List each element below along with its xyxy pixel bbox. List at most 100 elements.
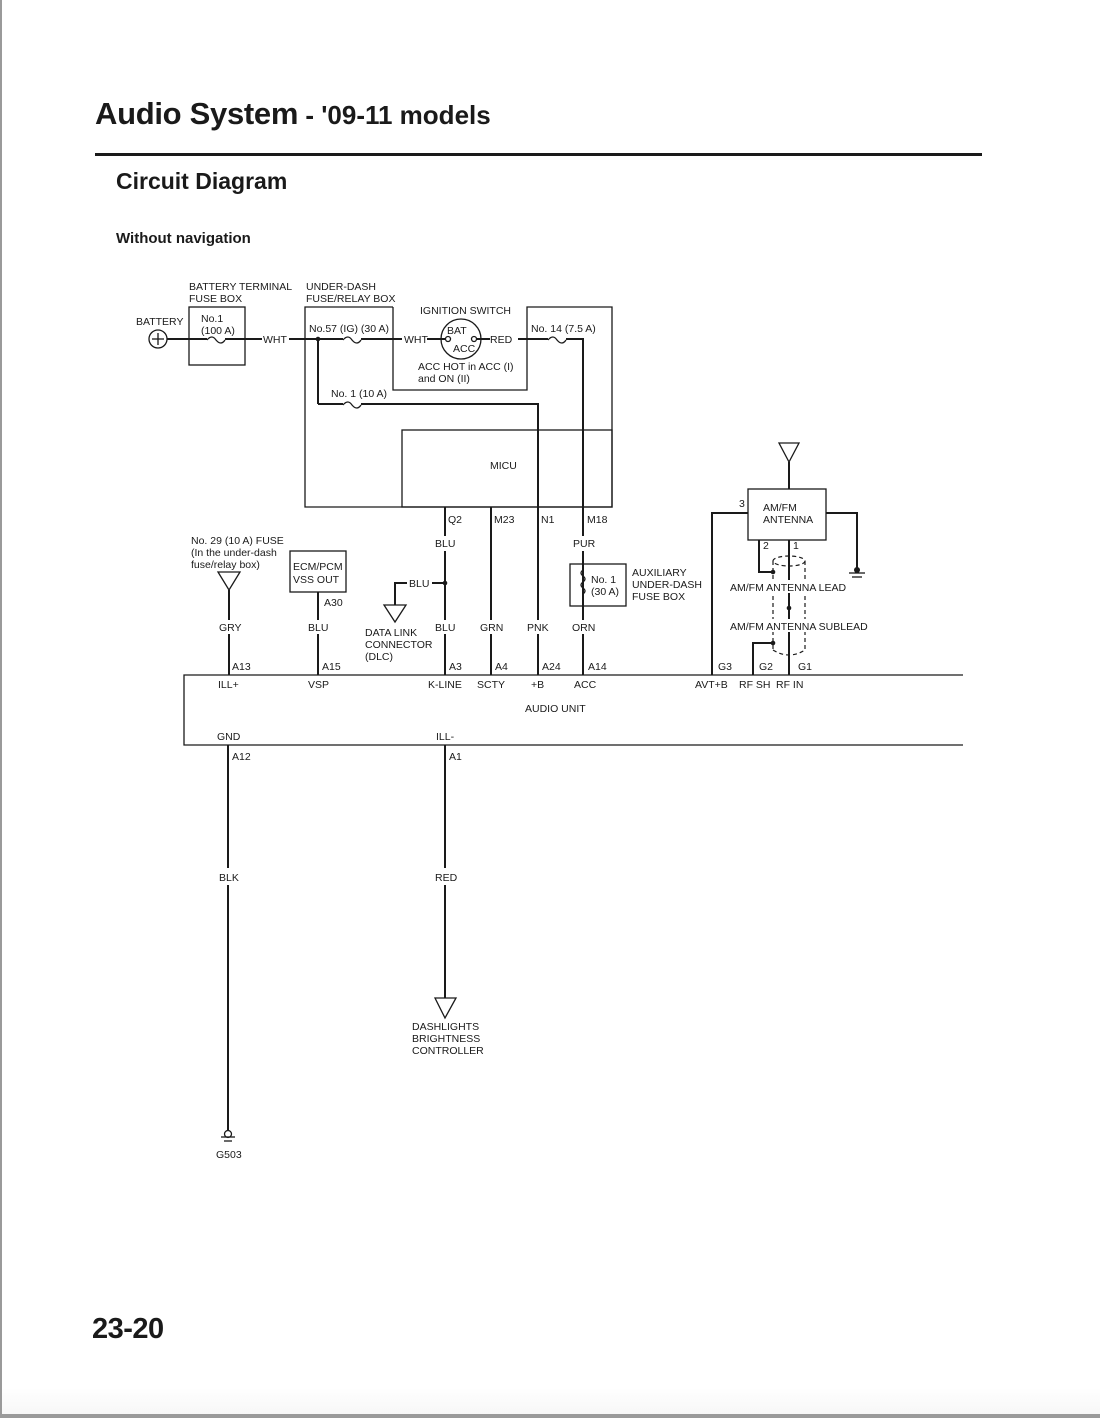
connector-arrow-icon [433, 997, 458, 1020]
fuse-no29-label-2: (In the under-dash [191, 547, 277, 559]
wire-fuse1-out [361, 403, 539, 507]
ground-label: G503 [216, 1149, 242, 1161]
pin-a13: A13 [232, 661, 251, 673]
page-number: 23-20 [92, 1313, 164, 1345]
ignition-note-2: and ON (II) [418, 373, 470, 385]
wire-g3 [711, 512, 748, 675]
page-border-bottom [0, 1414, 1100, 1418]
splice-dot [770, 640, 776, 646]
pin-g2: G2 [759, 661, 773, 673]
fuse-icon [342, 336, 362, 344]
pin-a15: A15 [322, 661, 341, 673]
wire-label-blu-dlc: BLU [409, 578, 429, 590]
terminal-acc [470, 335, 478, 343]
wire-pin2-shield [758, 540, 773, 573]
pin-a4: A4 [495, 661, 508, 673]
wire-dlc-b [394, 582, 407, 605]
micu-outline [401, 429, 613, 508]
aux-fuse-box-label-1: AUXILIARY [632, 567, 687, 579]
dlc-label-1: DATA LINK [365, 627, 417, 639]
antenna-pin-1: 1 [793, 540, 799, 552]
battery-terminal-fuse-box: BATTERY TERMINAL FUSE BOX No.1 (100 A) [188, 281, 292, 366]
battery-terminal-fuse-box-label-1: BATTERY TERMINAL [189, 281, 292, 293]
am-fm-antenna: AM/FM ANTENNA 3 2 1 AM/FM ANTENNA LEAD A… [711, 442, 872, 675]
aux-fuse-box-label-2: UNDER-DASH [632, 579, 702, 591]
page-title-sub: - '09-11 models [298, 100, 491, 130]
aux-fuse-box-outline [569, 563, 627, 607]
battery: BATTERY [136, 316, 183, 349]
connector-arrow-icon [382, 604, 408, 624]
fuse-icon [547, 336, 567, 344]
wire-label-pnk: PNK [527, 622, 549, 634]
fuse-no14-label: No. 14 (7.5 A) [531, 323, 596, 335]
battery-terminal-fuse-box-outline [188, 306, 246, 366]
wire-label-wht-2: WHT [404, 334, 428, 346]
page-title: Audio System - '09-11 models [95, 96, 491, 132]
wire-label-red-ign: RED [490, 334, 513, 346]
dashlights-label-1: DASHLIGHTS [412, 1021, 479, 1033]
fuse-no1-100a-label-1: No.1 [201, 313, 223, 325]
title-divider [95, 153, 982, 156]
wire-label-orn: ORN [572, 622, 595, 634]
fuse-no57-label: No.57 (IG) (30 A) [309, 323, 389, 335]
antenna-outline [747, 488, 827, 541]
micu-pin-q2: Q2 [448, 514, 462, 526]
under-dash-box-label-2: FUSE/RELAY BOX [306, 293, 395, 305]
wire-label-gry: GRY [219, 622, 242, 634]
signal-ill-plus: ILL+ [218, 679, 239, 691]
ecm-pcm-pin-a30: A30 [324, 597, 343, 609]
signal-rf-sh: RF SH [739, 679, 771, 691]
fuse-icon [580, 569, 586, 595]
micu-pin-m18: M18 [587, 514, 608, 526]
micu-label: MICU [490, 460, 517, 472]
signal-gnd: GND [217, 731, 241, 743]
dashlights-label-2: BRIGHTNESS [412, 1033, 480, 1045]
signal-acc: ACC [574, 679, 597, 691]
page-border-left [0, 0, 2, 1416]
aux-fuse-box-label-3: FUSE BOX [632, 591, 685, 603]
pin-a1: A1 [449, 751, 462, 763]
wire-label-red-ill: RED [435, 872, 458, 884]
wire-label-blu-vss: BLU [308, 622, 328, 634]
signal-scty: SCTY [477, 679, 505, 691]
signal-avt-plus-b: AVT+B [695, 679, 728, 691]
micu-pin-n1: N1 [541, 514, 555, 526]
antenna-sublead-label: AM/FM ANTENNA SUBLEAD [730, 621, 868, 633]
aux-fuse-label-1: No. 1 [591, 574, 616, 586]
under-dash-fuse-relay-box: UNDER-DASH FUSE/RELAY BOX No.57 (IG) (30… [304, 281, 613, 508]
fuse-no29-label-1: No. 29 (10 A) FUSE [191, 535, 284, 547]
dashlights-circuit: RED DASHLIGHTS BRIGHTNESS CONTROLLER [412, 745, 484, 1057]
pin-a14: A14 [588, 661, 607, 673]
wire-label-grn: GRN [480, 622, 503, 634]
page-title-main: Audio System [95, 96, 299, 131]
battery-terminal-fuse-box-label-2: FUSE BOX [189, 293, 242, 305]
fuse-icon [206, 336, 226, 344]
antenna-pin-3: 3 [739, 498, 745, 510]
wire-label-wht-1: WHT [263, 334, 287, 346]
dlc-label-3: (DLC) [365, 651, 393, 663]
ecm-pcm-label-2: VSS OUT [293, 574, 340, 586]
under-dash-box-outline [304, 306, 613, 508]
wire-fuse14-out [566, 338, 584, 507]
dlc-label-2: CONNECTOR [365, 639, 433, 651]
lead-label-bg [727, 580, 851, 593]
signal-vsp: VSP [308, 679, 329, 691]
wire-label-pur: PUR [573, 538, 596, 550]
wire-label-blu-q2: BLU [435, 538, 455, 550]
wire-g2 [752, 642, 773, 675]
pin-a3: A3 [449, 661, 462, 673]
ignition-acc-label: ACC [453, 343, 476, 355]
shield-bottom [772, 649, 806, 656]
terminal-bat [444, 335, 452, 343]
under-dash-box-label-1: UNDER-DASH [306, 281, 376, 293]
fuse-no29-label-3: fuse/relay box) [191, 559, 260, 571]
pin-a24: A24 [542, 661, 561, 673]
signal-k-line: K-LINE [428, 679, 462, 691]
auxiliary-under-dash-fuse-box: No. 1 (30 A) AUXILIARY UNDER-DASH FUSE B… [569, 563, 702, 607]
fuse-icon [342, 401, 362, 409]
ground-dot [854, 567, 860, 573]
antenna-label-1: AM/FM [763, 502, 797, 514]
signal-plus-b: +B [531, 679, 544, 691]
battery-label: BATTERY [136, 316, 183, 328]
dashlights-label-3: CONTROLLER [412, 1045, 484, 1057]
